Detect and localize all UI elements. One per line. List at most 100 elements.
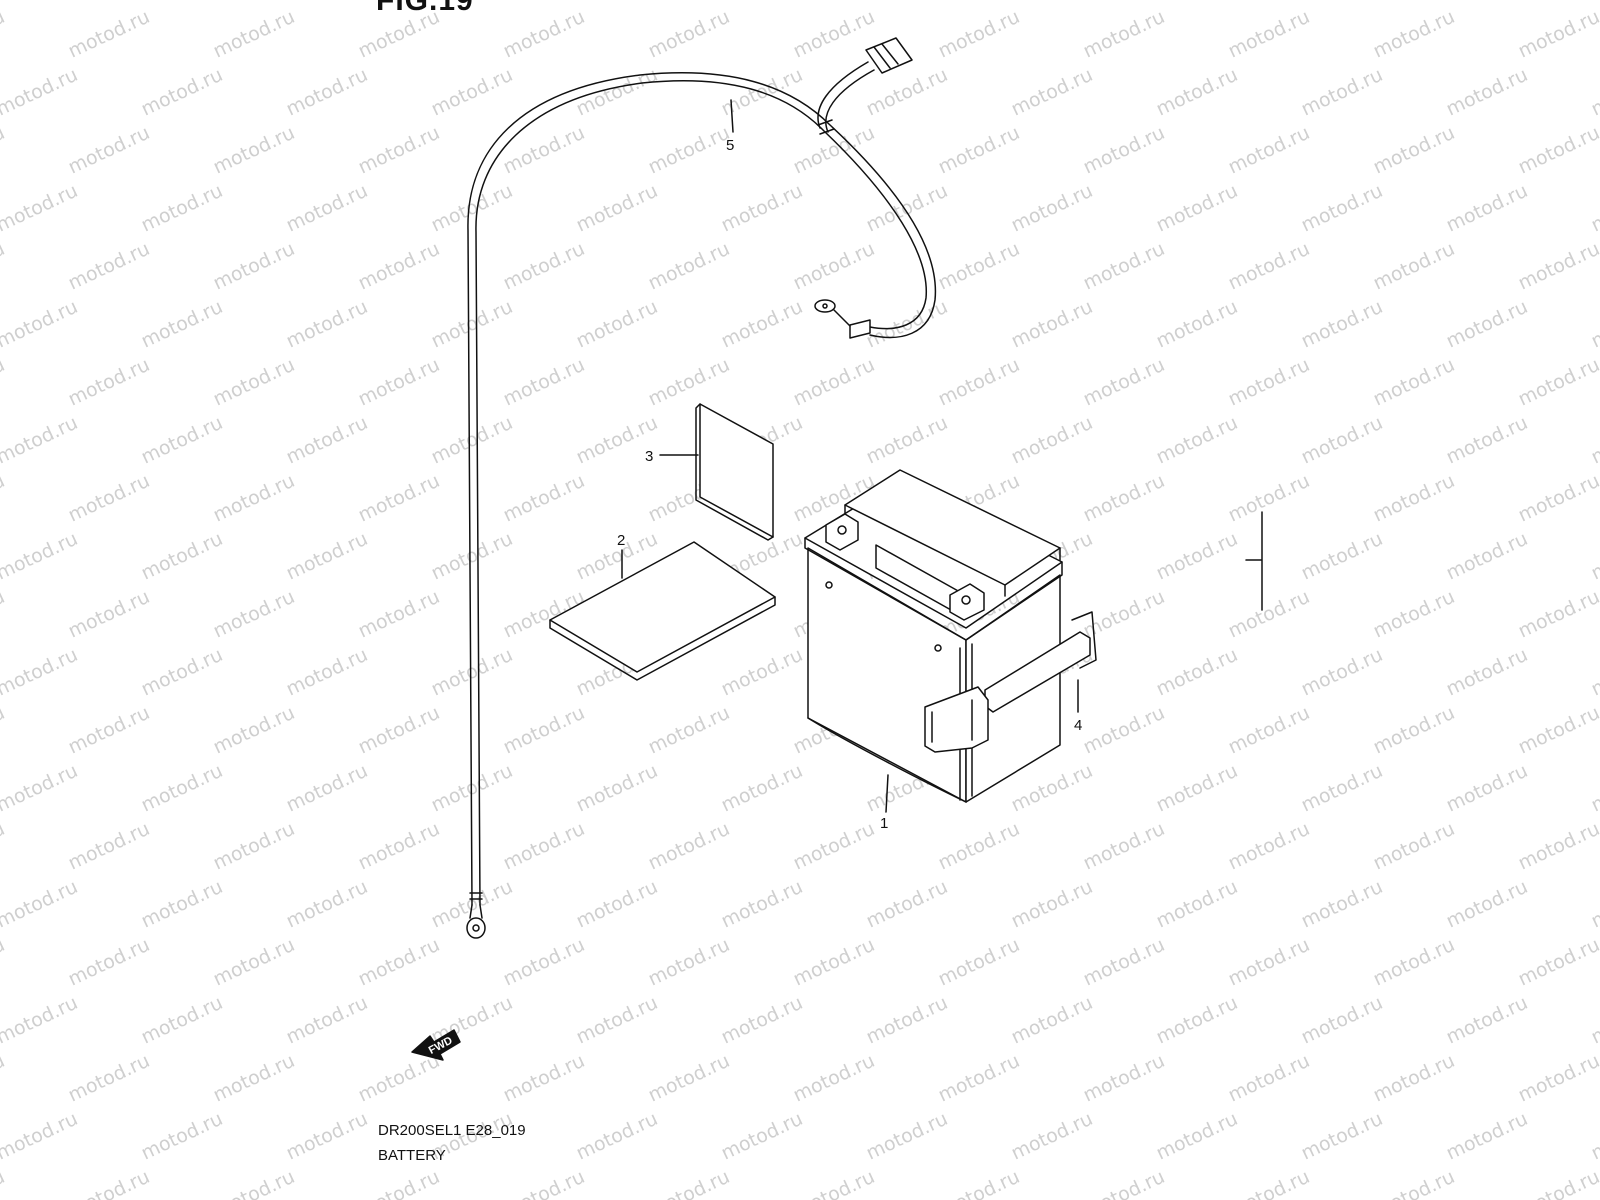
watermark-text: motod.ru bbox=[500, 818, 588, 875]
watermark-text: motod.ru bbox=[500, 354, 588, 411]
watermark-text: motod.ru bbox=[138, 180, 226, 237]
watermark-text: motod.ru bbox=[1588, 760, 1600, 817]
watermark-text: motod.ru bbox=[1588, 296, 1600, 353]
watermark-text: motod.ru bbox=[718, 296, 806, 353]
watermark-text: motod.ru bbox=[65, 586, 153, 643]
watermark-text: motod.ru bbox=[863, 180, 951, 237]
watermark-text: motod.ru bbox=[500, 702, 588, 759]
watermark-text: motod.ru bbox=[1443, 180, 1531, 237]
watermark-text: motod.ru bbox=[1588, 412, 1600, 469]
watermark-text: motod.ru bbox=[283, 644, 371, 701]
watermark-text: motod.ru bbox=[0, 470, 8, 527]
watermark-text: motod.ru bbox=[65, 6, 153, 63]
watermark-text: motod.ru bbox=[1008, 296, 1096, 353]
watermark-text: motod.ru bbox=[138, 876, 226, 933]
manual-sheet-part[interactable] bbox=[549, 541, 776, 681]
watermark-text: motod.ru bbox=[1588, 0, 1600, 5]
watermark-text: motod.ru bbox=[1370, 934, 1458, 991]
watermark-text: motod.ru bbox=[283, 296, 371, 353]
watermark-text: motod.ru bbox=[935, 1050, 1023, 1107]
watermark-text: motod.ru bbox=[210, 1050, 298, 1107]
watermark-text: motod.ru bbox=[210, 818, 298, 875]
watermark-text: motod.ru bbox=[210, 702, 298, 759]
watermark-text: motod.ru bbox=[65, 238, 153, 295]
watermark-text: motod.ru bbox=[935, 122, 1023, 179]
watermark-text: motod.ru bbox=[645, 122, 733, 179]
watermark-text: motod.ru bbox=[645, 354, 733, 411]
watermark-text: motod.ru bbox=[1080, 6, 1168, 63]
watermark-text: motod.ru bbox=[138, 0, 226, 5]
label-plate-part[interactable] bbox=[695, 403, 774, 541]
watermark-text: motod.ru bbox=[1370, 6, 1458, 63]
watermark-text: motod.ru bbox=[863, 0, 951, 5]
watermark-text: motod.ru bbox=[1588, 644, 1600, 701]
watermark-text: motod.ru bbox=[210, 122, 298, 179]
watermark-text: motod.ru bbox=[0, 760, 81, 817]
watermark-text: motod.ru bbox=[210, 354, 298, 411]
watermark-text: motod.ru bbox=[1443, 412, 1531, 469]
watermark-text: motod.ru bbox=[1298, 1108, 1386, 1165]
watermark-text: motod.ru bbox=[138, 528, 226, 585]
watermark-text: motod.ru bbox=[65, 122, 153, 179]
watermark-text: motod.ru bbox=[645, 238, 733, 295]
watermark-text: motod.ru bbox=[790, 1166, 878, 1200]
watermark-text: motod.ru bbox=[1443, 760, 1531, 817]
watermark-text: motod.ru bbox=[1298, 760, 1386, 817]
watermark-text: motod.ru bbox=[573, 64, 661, 121]
watermark-text: motod.ru bbox=[1515, 122, 1600, 179]
watermark-text: motod.ru bbox=[1515, 934, 1600, 991]
watermark-text: motod.ru bbox=[65, 818, 153, 875]
watermark-text: motod.ru bbox=[573, 992, 661, 1049]
watermark-text: motod.ru bbox=[283, 180, 371, 237]
watermark-text: motod.ru bbox=[1370, 1166, 1458, 1200]
watermark-text: motod.ru bbox=[718, 760, 806, 817]
watermark-text: motod.ru bbox=[65, 470, 153, 527]
watermark-text: motod.ru bbox=[1515, 818, 1600, 875]
watermark-text: motod.ru bbox=[1298, 0, 1386, 5]
watermark-text: motod.ru bbox=[0, 876, 81, 933]
watermark-text: motod.ru bbox=[935, 354, 1023, 411]
watermark-text: motod.ru bbox=[500, 6, 588, 63]
watermark-text: motod.ru bbox=[645, 818, 733, 875]
callout-2: 2 bbox=[617, 532, 625, 549]
watermark-text: motod.ru bbox=[1515, 1166, 1600, 1200]
section-title: BATTERY bbox=[378, 1147, 446, 1164]
watermark-text: motod.ru bbox=[0, 934, 8, 991]
watermark-text: motod.ru bbox=[1080, 934, 1168, 991]
watermark-text: motod.ru bbox=[1588, 180, 1600, 237]
watermark-text: motod.ru bbox=[1443, 992, 1531, 1049]
watermark-text: motod.ru bbox=[1515, 470, 1600, 527]
watermark-text: motod.ru bbox=[500, 122, 588, 179]
watermark-text: motod.ru bbox=[1443, 644, 1531, 701]
watermark-text: motod.ru bbox=[1225, 1050, 1313, 1107]
watermark-text: motod.ru bbox=[1008, 992, 1096, 1049]
battery-band-part[interactable] bbox=[924, 611, 1097, 753]
watermark-text: motod.ru bbox=[355, 354, 443, 411]
watermark-text: motod.ru bbox=[1153, 180, 1241, 237]
watermark-text: motod.ru bbox=[0, 238, 8, 295]
battery-cable-part[interactable] bbox=[466, 37, 937, 939]
watermark-text: motod.ru bbox=[1153, 876, 1241, 933]
watermark-text: motod.ru bbox=[1153, 412, 1241, 469]
watermark-text: motod.ru bbox=[1588, 528, 1600, 585]
watermark-text: motod.ru bbox=[1080, 818, 1168, 875]
watermark-text: motod.ru bbox=[1008, 412, 1096, 469]
watermark-text: motod.ru bbox=[0, 992, 81, 1049]
watermark-text: motod.ru bbox=[1588, 992, 1600, 1049]
watermark-text: motod.ru bbox=[1225, 586, 1313, 643]
watermark-text: motod.ru bbox=[1298, 412, 1386, 469]
watermark-text: motod.ru bbox=[790, 238, 878, 295]
watermark-text: motod.ru bbox=[863, 992, 951, 1049]
watermark-text: motod.ru bbox=[1443, 296, 1531, 353]
watermark-text: motod.ru bbox=[935, 818, 1023, 875]
watermark-text: motod.ru bbox=[428, 528, 516, 585]
battery-part[interactable] bbox=[804, 469, 1063, 803]
watermark-text: motod.ru bbox=[210, 934, 298, 991]
watermark-text: motod.ru bbox=[863, 64, 951, 121]
watermark-text: motod.ru bbox=[1515, 238, 1600, 295]
watermark-text: motod.ru bbox=[1153, 760, 1241, 817]
watermark-text: motod.ru bbox=[210, 1166, 298, 1200]
watermark-text: motod.ru bbox=[790, 818, 878, 875]
